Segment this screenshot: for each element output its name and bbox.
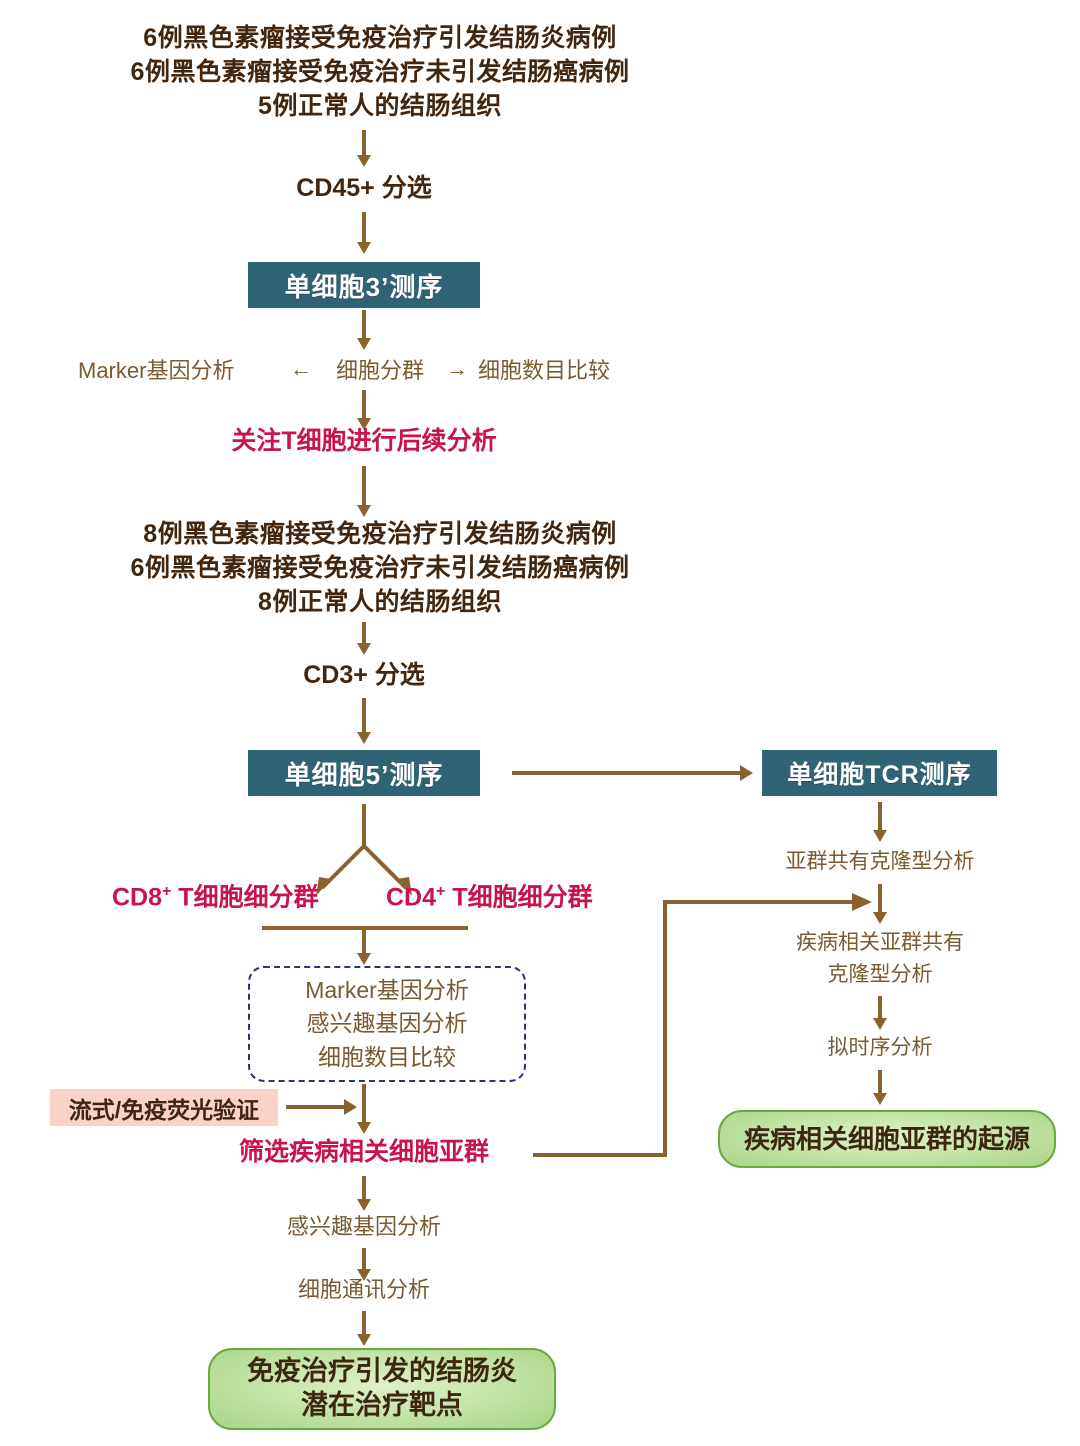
tcr-step2-line-1: 疾病相关亚群共有	[796, 931, 964, 954]
sort-cd3-label: CD3+ 分选	[303, 661, 425, 689]
cd4-prefix: CD4	[386, 883, 437, 912]
cd8-sup: +	[162, 883, 172, 900]
arrowhead-comm-to-green-left	[357, 1334, 371, 1346]
tcr-step2-line-2: 克隆型分析	[827, 963, 933, 986]
arrowhead-joinbar-to-dashed	[357, 953, 371, 965]
cohort-1-line-2: 6例黑色素瘤接受免疫治疗未引发结肠癌病例	[130, 58, 630, 86]
arrowhead-step1-to-step2	[873, 912, 887, 924]
cd8-suffix: T细胞细分群	[171, 883, 319, 912]
single-cell-5prime-seq-box[interactable]: 单细胞5’测序	[248, 750, 480, 796]
gene-of-interest-label: 感兴趣基因分析	[286, 1214, 441, 1239]
green-left-text: 免疫治疗引发的结肠炎 潜在治疗靶点	[247, 1355, 517, 1423]
cd4-sup: +	[436, 883, 446, 900]
cohort-2-line-3: 8例正常人的结肠组织	[258, 588, 502, 616]
arrowhead-sort1-to-seq3	[357, 242, 371, 254]
cohort-1-line-1: 6例黑色素瘤接受免疫治疗引发结肠炎病例	[143, 24, 617, 52]
dashed-line-1: Marker基因分析	[305, 976, 469, 1003]
analysis-cell-count-compare: 细胞数目比较	[478, 358, 611, 383]
connector-tcr-to-step1	[878, 802, 882, 834]
connector-dashed-to-screen	[362, 1084, 366, 1126]
green-outcome-right-box[interactable]: 疾病相关细胞亚群的起源	[718, 1110, 1056, 1168]
dashed-line-2: 感兴趣基因分析	[306, 1010, 468, 1037]
green-left-line-2: 潜在治疗靶点	[301, 1390, 463, 1420]
green-left-line-1: 免疫治疗引发的结肠炎	[247, 1356, 517, 1387]
connector-screen-to-gene	[362, 1176, 366, 1202]
flow-cytometry-validation-box[interactable]: 流式/免疫荧光验证	[50, 1089, 278, 1126]
connector-validation-to-screen	[286, 1105, 348, 1109]
green-outcome-left-box[interactable]: 免疫治疗引发的结肠炎 潜在治疗靶点	[208, 1348, 556, 1430]
arrowhead-gene-to-comm	[357, 1269, 371, 1281]
sort-cd45-label: CD45+ 分选	[296, 174, 432, 202]
analysis-arrow-right-icon: →	[446, 356, 468, 381]
connector-seq3-to-analysis	[362, 310, 366, 342]
cd4-suffix: T细胞细分群	[445, 883, 593, 912]
arrowhead-focus-to-cohort2	[357, 505, 371, 517]
cd8-prefix: CD8	[112, 883, 163, 912]
connector-join-bar-cd8-cd4	[262, 926, 468, 930]
arrowhead-screen-to-gene	[357, 1199, 371, 1211]
analysis-cell-clustering: 细胞分群	[335, 358, 424, 383]
single-cell-tcr-seq-box[interactable]: 单细胞TCR测序	[762, 750, 997, 796]
arrowhead-dashed-to-screen	[357, 1122, 371, 1134]
single-cell-3prime-seq-box[interactable]: 单细胞3’测序	[248, 262, 480, 308]
connector-seq5-to-tcr	[512, 771, 742, 775]
arrowhead-cohort2-to-sort2	[357, 643, 371, 655]
cohort-2-line-1: 8例黑色素瘤接受免疫治疗引发结肠炎病例	[143, 520, 617, 548]
tcr-step3-label: 拟时序分析	[827, 1036, 933, 1059]
cohort-1-line-3: 5例正常人的结肠组织	[258, 92, 502, 120]
arrowhead-step3-to-green-right	[873, 1093, 887, 1105]
connector-gene-to-comm	[362, 1248, 366, 1272]
cd8-subcluster-label: CD8+ T细胞细分群	[112, 882, 372, 914]
connector-comm-to-green-left	[362, 1311, 366, 1337]
dashed-line-3: 细胞数目比较	[318, 1043, 456, 1070]
connector-analysis-to-focus	[362, 390, 366, 420]
arrowhead-validation-to-screen	[344, 1099, 357, 1115]
subcluster-analysis-dashed-box: Marker基因分析感兴趣基因分析细胞数目比较	[248, 966, 526, 1082]
screen-disease-subsets-label: 筛选疾病相关细胞亚群	[238, 1138, 489, 1166]
connector-joinbar-to-dashed	[362, 930, 366, 956]
cell-communication-label: 细胞通讯分析	[297, 1277, 430, 1302]
connector-focus-to-cohort2	[362, 466, 366, 510]
cd4-subcluster-label: CD4+ T细胞细分群	[386, 882, 646, 914]
arrowhead-sort2-to-seq5	[357, 732, 371, 744]
connector-step1-to-step2	[878, 884, 882, 916]
arrowhead-tcr-to-step1	[873, 830, 887, 842]
connector-cohort2-to-sort2	[362, 622, 366, 646]
arrowhead-seq3-to-analysis	[357, 338, 371, 350]
connector-sort1-to-seq3	[362, 212, 366, 244]
arrowhead-step2-to-step3	[873, 1018, 887, 1030]
connector-cohort1-to-sort1	[362, 130, 366, 158]
connector-sort2-to-seq5	[362, 698, 366, 734]
connector-step3-to-green-right	[878, 1070, 882, 1096]
arrowhead-cohort1-to-sort1	[357, 155, 371, 167]
analysis-marker-gene: Marker基因分析	[78, 358, 235, 383]
connector-step2-to-step3	[878, 996, 882, 1022]
focus-t-cells-label: 关注T细胞进行后续分析	[231, 427, 497, 455]
arrowhead-analysis-to-focus	[357, 418, 371, 430]
arrowhead-seq5-to-tcr	[740, 765, 753, 781]
analysis-arrow-left-icon: ←	[290, 356, 312, 381]
tcr-step1-label: 亚群共有克隆型分析	[785, 850, 975, 873]
cohort-2-line-2: 6例黑色素瘤接受免疫治疗未引发结肠癌病例	[130, 554, 630, 582]
